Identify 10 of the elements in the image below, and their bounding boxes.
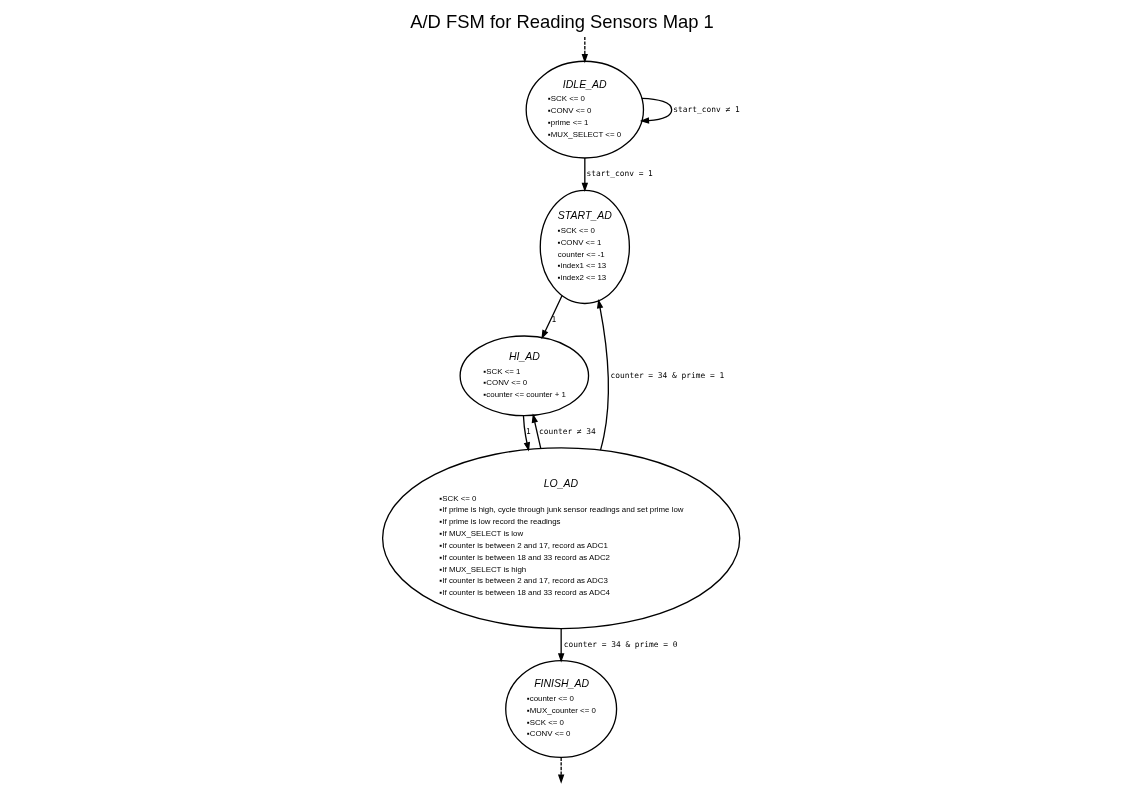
arrow (596, 299, 609, 451)
arrow (581, 36, 588, 64)
arrow (557, 627, 564, 663)
arrow (540, 295, 563, 340)
diagram-title: A/D FSM for Reading Sensors Map 1 (409, 11, 714, 33)
arrow (531, 413, 541, 450)
arrow (581, 157, 588, 192)
arrow (557, 756, 564, 784)
arrow (522, 415, 530, 452)
arrow (639, 97, 672, 124)
